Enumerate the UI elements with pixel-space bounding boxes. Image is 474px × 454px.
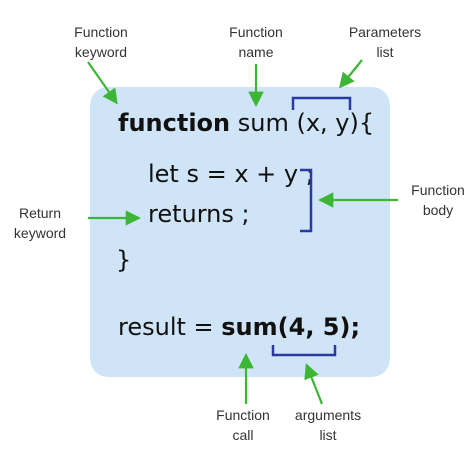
label-line: call	[232, 427, 254, 443]
code-line-close-brace: }	[116, 246, 132, 274]
label-parameters-list: Parameters list	[336, 22, 434, 62]
arguments-bracket	[271, 345, 337, 357]
code-line-returns: returns ;	[148, 200, 250, 228]
label-line: Function	[229, 24, 283, 40]
label-line: list	[319, 427, 337, 443]
code-line-function-declaration: function sum (x, y){	[118, 111, 374, 135]
label-function-keyword: Function keyword	[55, 22, 147, 62]
label-line: list	[376, 44, 394, 60]
label-line: Return	[18, 205, 62, 221]
code-line-result: result = sum(4, 5);	[118, 315, 360, 339]
label-arguments-list: arguments list	[282, 405, 374, 445]
code-line-let: let s = x + y ;	[148, 160, 314, 188]
body-bracket	[300, 168, 313, 233]
parameters-bracket	[291, 96, 352, 110]
label-line: keyword	[74, 44, 128, 60]
label-line: body	[422, 202, 454, 218]
function-keyword-token: function	[118, 109, 231, 137]
arrow-parameters-list	[339, 59, 363, 89]
arrow-function-keyword	[87, 61, 118, 105]
label-function-body: Function body	[398, 180, 474, 220]
label-line: name	[238, 44, 274, 60]
result-assignment-token: result =	[118, 313, 222, 341]
function-signature-token: sum (x, y){	[230, 109, 375, 137]
label-function-call: Function call	[200, 405, 286, 445]
code-block	[90, 87, 390, 377]
label-line: Function	[411, 182, 465, 198]
label-line: Function	[216, 407, 270, 423]
label-return-keyword: Return keyword	[0, 203, 80, 243]
function-call-token: sum(4, 5);	[221, 313, 361, 341]
label-function-name: Function name	[210, 22, 302, 62]
label-line: arguments	[294, 407, 362, 423]
arrow-arguments-list	[304, 363, 324, 405]
label-line: Function	[74, 24, 128, 40]
label-line: Parameters	[348, 24, 422, 40]
label-line: keyword	[13, 225, 67, 241]
